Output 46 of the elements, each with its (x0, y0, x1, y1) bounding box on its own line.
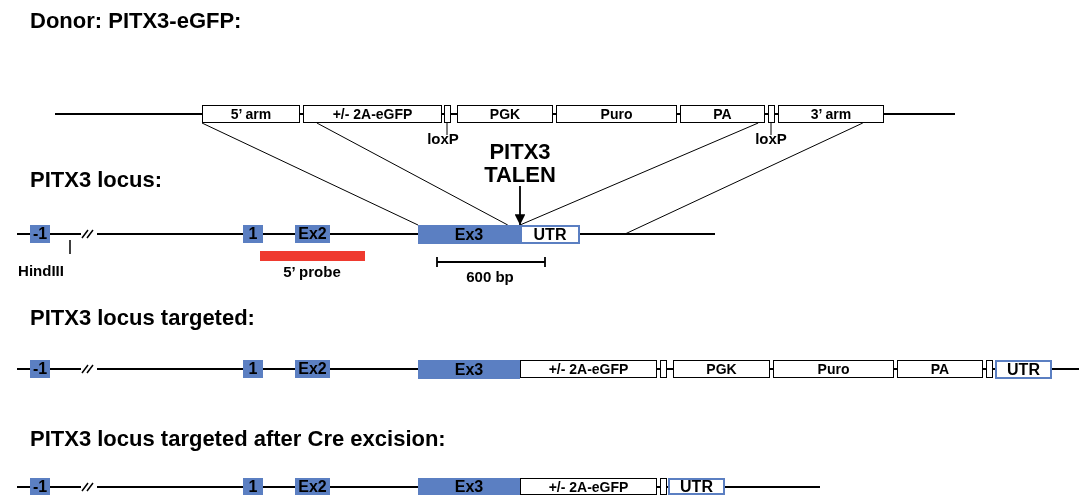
leader-line (446, 122, 448, 136)
element-box: 3’ arm (778, 105, 884, 123)
homology-line (316, 122, 509, 226)
exon-box: -1 (30, 360, 50, 378)
spacer-box (660, 478, 667, 495)
site-label: loxP (746, 129, 796, 147)
element-box: +/- 2A-eGFP (520, 478, 657, 495)
element-box: Puro (773, 360, 894, 378)
exon-box: 1 (243, 225, 263, 243)
homology-line (201, 122, 419, 226)
exon-box: Ex2 (295, 225, 330, 243)
site-label: HindIII (17, 262, 65, 279)
exon-box: Ex3 (418, 360, 520, 379)
exon-box: 1 (243, 360, 263, 378)
exon-box: Ex2 (295, 478, 330, 495)
exon-box: -1 (30, 225, 50, 243)
spacer-box (660, 360, 667, 378)
exon-box: -1 (30, 478, 50, 495)
element-box: 5’ arm (202, 105, 300, 123)
utr-box: UTR (520, 225, 580, 244)
spacer-box (768, 105, 775, 123)
leader-line (770, 122, 772, 136)
diagram-title: Donor: PITX3-eGFP: (30, 8, 242, 34)
element-box: Puro (556, 105, 677, 123)
section-heading: PITX3 locus targeted: (30, 305, 255, 331)
arrow (514, 185, 526, 226)
spacer-box (444, 105, 451, 123)
element-box: PGK (673, 360, 770, 378)
utr-box: UTR (668, 478, 725, 495)
element-box: PGK (457, 105, 553, 123)
element-box: +/- 2A-eGFP (520, 360, 657, 378)
section-heading: PITX3 locus: (30, 167, 163, 193)
element-box: PA (680, 105, 765, 123)
scale-label: 600 bp (465, 268, 515, 285)
element-box: +/- 2A-eGFP (303, 105, 442, 123)
homology-line (624, 122, 864, 235)
element-box: PA (897, 360, 983, 378)
homology-line (519, 122, 759, 226)
exon-box: 1 (243, 478, 263, 495)
exon-box: Ex3 (418, 225, 520, 244)
probe-label: 5’ probe (282, 263, 342, 280)
exon-box: Ex2 (295, 360, 330, 378)
utr-box: UTR (995, 360, 1052, 379)
section-heading: PITX3 locus targeted after Cre excision: (30, 426, 446, 452)
spacer-box (986, 360, 993, 378)
exon-box: Ex3 (418, 478, 520, 495)
